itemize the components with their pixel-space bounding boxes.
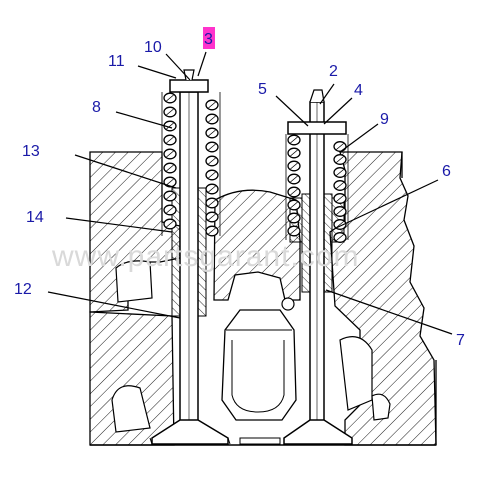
callout-12: 12 [14, 281, 32, 298]
spring-coil-hatch [208, 171, 216, 179]
spring-coil-hatch [290, 136, 298, 144]
right-valve-spring [285, 134, 349, 243]
port-cavity-left [111, 260, 153, 433]
spring-coil-hatch [290, 175, 298, 183]
cylinder-head-body [89, 151, 437, 446]
spring-coil-hatch [336, 195, 344, 202]
spring-coil-hatch [208, 213, 216, 221]
left-valve [149, 91, 231, 445]
spring-coil-hatch [166, 164, 174, 172]
callout-10: 10 [144, 39, 162, 56]
right-valve-retainer [287, 89, 347, 135]
label-highlight [203, 27, 215, 49]
callout-4: 4 [354, 82, 363, 99]
spring-coil-hatch [336, 169, 344, 176]
spring-coil-hatch [208, 185, 216, 193]
spring-coil-hatch [166, 150, 174, 158]
spring-coil-hatch [166, 136, 174, 144]
spring-coil-hatch [208, 115, 216, 123]
callout-2: 2 [329, 63, 338, 80]
callout-5: 5 [258, 81, 267, 98]
callout-13: 13 [22, 143, 40, 160]
spring-coil-hatch [290, 201, 298, 209]
spring-coil-hatch [290, 149, 298, 157]
injector-bore [221, 297, 297, 445]
callout-14: 14 [26, 209, 44, 226]
spring-coil-hatch [336, 234, 344, 241]
spring-coil-hatch [166, 122, 174, 130]
spring-coil-hatch [166, 206, 174, 214]
callout-8: 8 [92, 99, 101, 116]
callout-7: 7 [456, 332, 465, 349]
spring-coil-hatch [336, 182, 344, 189]
left-valve-spring [161, 92, 221, 237]
spring-coil-hatch [290, 162, 298, 170]
spring-coil-hatch [208, 101, 216, 109]
spring-coil-hatch [208, 227, 216, 235]
spring-coil-hatch [166, 94, 174, 102]
callout-6: 6 [442, 163, 451, 180]
spring-coil-hatch [336, 221, 344, 228]
spring-coil-hatch [208, 143, 216, 151]
callout-9: 9 [380, 111, 389, 128]
spring-coil-hatch [290, 188, 298, 196]
port-cavity-right [339, 336, 391, 421]
left-valve-retainer [169, 69, 209, 93]
spring-coil-hatch [336, 208, 344, 215]
leader-lines [47, 51, 453, 335]
spring-coil-hatch [166, 108, 174, 116]
watermark: www.partsgarant.com [51, 240, 359, 273]
spring-coil-hatch [166, 220, 174, 228]
spring-coil-hatch [336, 143, 344, 150]
spring-coil-hatch [166, 192, 174, 200]
spring-coil-hatch [208, 129, 216, 137]
spring-coil-hatch [290, 227, 298, 235]
spring-coil-hatch [336, 156, 344, 163]
spring-coil-hatch [208, 157, 216, 165]
spring-coil-hatch [166, 178, 174, 186]
spring-coil-hatch [290, 214, 298, 222]
callout-3: 3 [204, 31, 213, 48]
spring-coil-hatch [208, 199, 216, 207]
callout-11: 11 [108, 53, 125, 70]
